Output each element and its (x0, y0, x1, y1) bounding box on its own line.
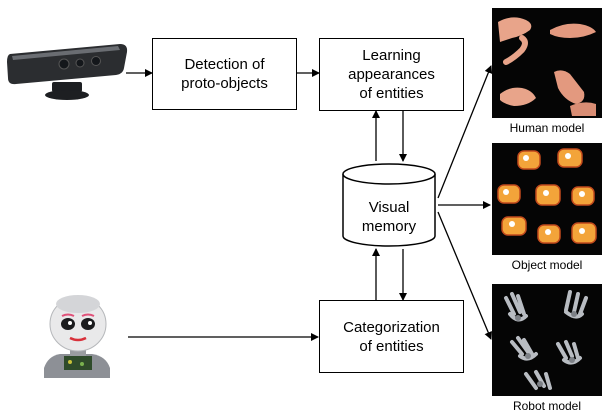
learning-line1: Learning (362, 47, 421, 64)
learning-line2: appearances (348, 66, 435, 83)
memory-line1: Visual (368, 199, 410, 216)
visual-memory-cylinder (342, 163, 436, 247)
learning-line3: of entities (359, 85, 424, 102)
detection-box: Detection of proto-objects (152, 38, 297, 110)
object-model-image (492, 143, 602, 255)
categorization-box: Categorization of entities (319, 300, 464, 373)
categorization-line1: Categorization (343, 318, 440, 336)
detection-line1: Detection of (184, 56, 265, 73)
arrow-memory-to-human-model (437, 65, 493, 199)
object-model-caption: Object model (511, 258, 583, 272)
robot-model-image (492, 284, 602, 396)
human-model-caption: Human model (509, 121, 585, 135)
arrow-memory-to-robot-model (437, 211, 492, 340)
robot-model-caption: Robot model (512, 399, 582, 413)
icub-robot-image (44, 295, 110, 378)
detection-line2: proto-objects (181, 75, 268, 92)
human-model-image (492, 8, 602, 118)
learning-box: Learning appearances of entities (319, 38, 464, 111)
visual-memory-label: Visual memory (343, 198, 435, 236)
memory-line2: memory (361, 218, 417, 235)
kinect-sensor-image (7, 44, 128, 100)
categorization-line2: of entities (359, 337, 424, 355)
